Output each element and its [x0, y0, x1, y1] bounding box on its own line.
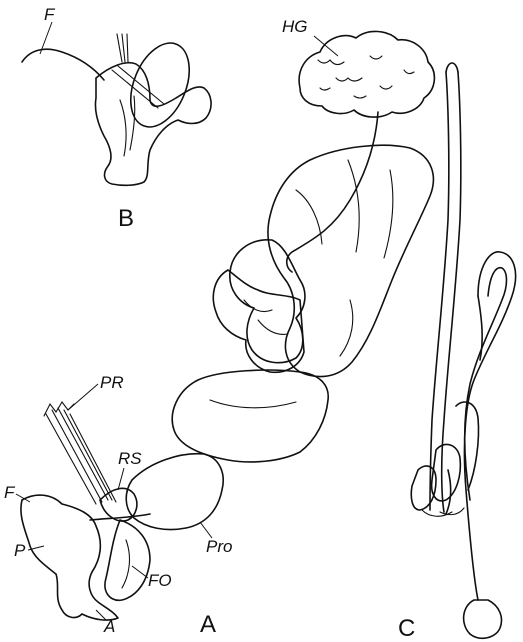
- label-P: P: [14, 541, 26, 560]
- panel-b-drawing: [22, 34, 211, 185]
- label-RS: RS: [118, 449, 142, 468]
- panel-a-drawing: [21, 31, 434, 620]
- panel-c-drawing: [411, 63, 515, 638]
- label-FO: FO: [148, 571, 172, 590]
- panel-label-A: A: [200, 611, 216, 638]
- label-A: A: [103, 617, 115, 636]
- label-Pro: Pro: [206, 537, 232, 556]
- hermaphrodite-gland: [299, 31, 434, 117]
- panel-label-B: B: [118, 205, 134, 232]
- panel-label-C: C: [398, 615, 415, 642]
- label-PR: PR: [100, 373, 124, 392]
- label-F-panel-b: F: [44, 5, 56, 24]
- label-F-panel-a: F: [4, 483, 16, 502]
- label-HG: HG: [282, 17, 308, 36]
